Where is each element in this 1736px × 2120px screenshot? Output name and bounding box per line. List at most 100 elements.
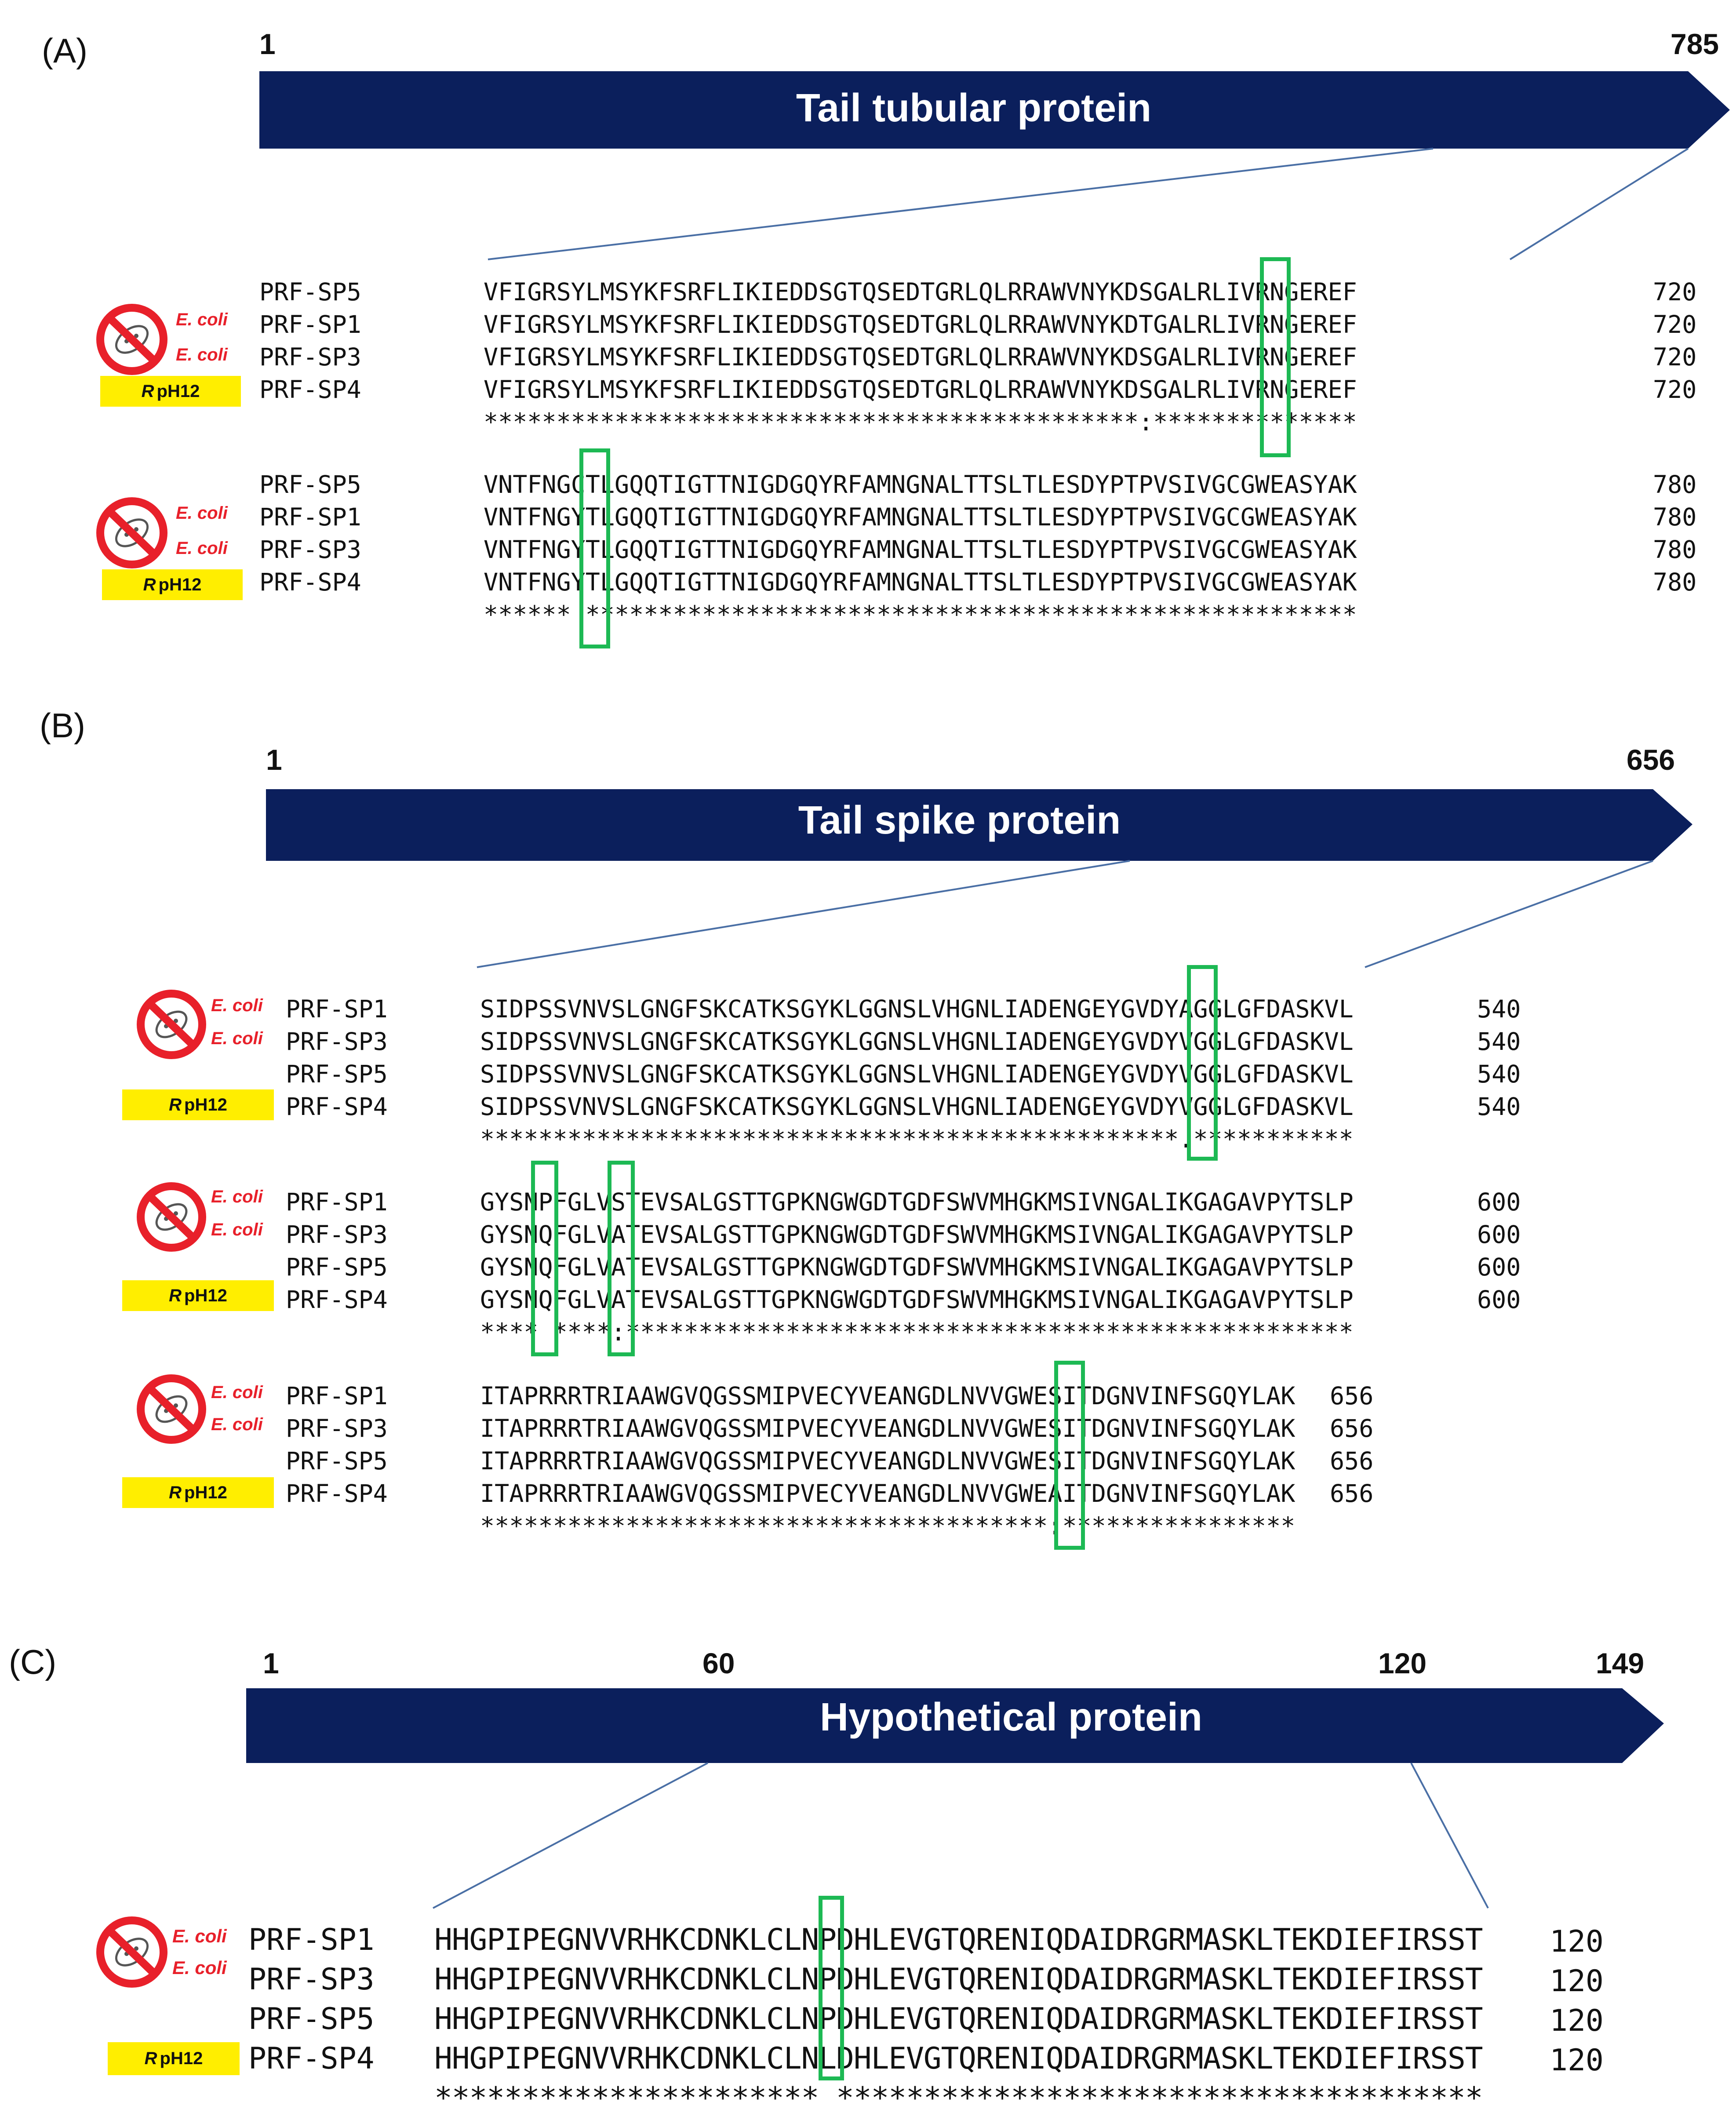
zoom-guide-a-right (1509, 148, 1689, 260)
position-number: 720 (1653, 278, 1697, 306)
ecoli-label: E. coli (211, 1029, 263, 1048)
position-number: 656 (1330, 1414, 1374, 1442)
ruler-end-a: 785 (1670, 28, 1719, 60)
sequence: HHGPIPEGNVVRHKCDNKLCLNLDHLEVGTQRENIQDAID… (434, 2041, 1483, 2076)
resistance-ph12: pH12 (156, 382, 200, 401)
sequence: HHGPIPEGNVVRHKCDNKLCLNPDHLEVGTQRENIQDAID… (434, 1923, 1483, 1957)
protein-title-c: Hypothetical protein (819, 1695, 1203, 1739)
zoom-guide-c-right (1410, 1763, 1489, 1909)
panel-label-a: (A) (42, 31, 87, 70)
resistance-ph12: pH12 (184, 1095, 227, 1115)
seq-name: PRF-SP5 (259, 278, 361, 306)
ruler-tick: 120 (1378, 1647, 1427, 1679)
ecoli-label: E. coli (211, 996, 263, 1015)
resistance-ph12: pH12 (160, 2049, 203, 2068)
sequence: SIDPSSVNVSLGNGFSKCATKSGYKLGGNSLVHGNLIADE… (480, 1027, 1354, 1056)
sequence: ITAPRRRTRIAAWGVQGSSMIPVECYVEANGDLNVVGWES… (480, 1382, 1296, 1410)
zoom-guide-a-left (488, 148, 1434, 260)
position-number: 120 (1550, 2043, 1604, 2078)
sequence: GYSNQFGLVATEVSALGSTTGPKNGWGDTGDFSWVMHGKM… (480, 1286, 1354, 1314)
panel-label-c: (C) (9, 1643, 57, 1681)
ecoli-label: E. coli (176, 503, 228, 523)
position-number: 120 (1550, 1924, 1604, 1959)
ecoli-label: E. coli (172, 1957, 227, 1978)
seq-name: PRF-SP5 (286, 1447, 388, 1475)
variant-highlight (1260, 257, 1291, 457)
seq-name: PRF-SP1 (248, 1923, 375, 1957)
seq-name: PRF-SP3 (286, 1414, 388, 1442)
seq-name: PRF-SP4 (286, 1093, 388, 1121)
variant-highlight (819, 1896, 844, 2080)
no-bacteria-icon (137, 1182, 206, 1252)
position-number: 780 (1653, 535, 1697, 564)
sequence: VFIGRSYLMSYKFSRFLIKIEDDSGTQSEDTGRLQLRRAW… (484, 310, 1357, 339)
variant-highlight (579, 448, 610, 648)
zoom-guide-b-left (477, 860, 1130, 968)
ecoli-label: E. coli (176, 539, 228, 558)
ecoli-label: E. coli (176, 310, 228, 329)
sequence: VNTFNGYTLGQQTIGTTNIGDGQYRFAMNGNALTTSLTLE… (484, 535, 1357, 564)
position-number: 656 (1330, 1447, 1374, 1475)
ruler-end-b: 656 (1627, 743, 1675, 776)
no-bacteria-icon (96, 304, 167, 375)
variant-highlight (1187, 965, 1218, 1161)
consensus-line: ***************************************:… (480, 1512, 1296, 1540)
sequence: SIDPSSVNVSLGNGFSKCATKSGYKLGGNSLVHGNLIADE… (480, 1060, 1354, 1088)
resistance-r: R (143, 575, 156, 594)
zoom-guide-b-right (1365, 860, 1653, 968)
seq-name: PRF-SP1 (259, 503, 361, 531)
sequence: VNTFNGYTLGQQTIGTTNIGDGQYRFAMNGNALTTSLTLE… (484, 568, 1357, 596)
position-number: 540 (1477, 995, 1521, 1023)
resistance-r: R (144, 2049, 157, 2068)
seq-name: PRF-SP3 (248, 1962, 375, 1997)
position-number: 120 (1550, 1964, 1604, 1999)
consensus-line: ****************************************… (484, 408, 1357, 436)
position-number: 656 (1330, 1382, 1374, 1410)
seq-name: PRF-SP5 (259, 470, 361, 499)
seq-name: PRF-SP4 (259, 375, 361, 404)
sequence: GYSNQFGLVATEVSALGSTTGPKNGWGDTGDFSWVMHGKM… (480, 1253, 1354, 1281)
resistance-ph12: pH12 (158, 575, 202, 594)
sequence: GYSNQFGLVATEVSALGSTTGPKNGWGDTGDFSWVMHGKM… (480, 1220, 1354, 1249)
protein-title-b: Tail spike protein (798, 798, 1121, 842)
variant-highlight (1054, 1361, 1085, 1550)
ruler-start-a: 1 (259, 28, 276, 60)
seq-name: PRF-SP5 (248, 2002, 375, 2036)
seq-name: PRF-SP5 (286, 1060, 388, 1088)
ruler-tick: 1 (263, 1647, 279, 1679)
position-number: 720 (1653, 310, 1697, 339)
protein-arrow-a (259, 71, 1730, 149)
seq-name: PRF-SP5 (286, 1253, 388, 1281)
position-number: 540 (1477, 1060, 1521, 1088)
resistance-ph12: pH12 (184, 1286, 227, 1305)
seq-name: PRF-SP4 (286, 1286, 388, 1314)
resistance-ph12: pH12 (184, 1483, 227, 1502)
seq-name: PRF-SP3 (286, 1027, 388, 1056)
resistance-r: R (169, 1095, 182, 1115)
seq-name: PRF-SP3 (286, 1220, 388, 1249)
variant-highlight (608, 1161, 635, 1356)
seq-name: PRF-SP4 (286, 1479, 388, 1508)
position-number: 720 (1653, 343, 1697, 371)
sequence: VFIGRSYLMSYKFSRFLIKIEDDSGTQSEDTGRLQLRRAW… (484, 343, 1357, 371)
ruler-tick: 60 (702, 1647, 735, 1679)
ecoli-label: E. coli (172, 1926, 227, 1946)
sequence: ITAPRRRTRIAAWGVQGSSMIPVECYVEANGDLNVVGWES… (480, 1447, 1296, 1475)
position-number: 600 (1477, 1253, 1521, 1281)
seq-name: PRF-SP1 (286, 1188, 388, 1216)
sequence: VNTFNGYTLGQQTIGTTNIGDGQYRFAMNGNALTTSLTLE… (484, 503, 1357, 531)
sequence: VFIGRSYLMSYKFSRFLIKIEDDSGTQSEDTGRLQLRRAW… (484, 278, 1357, 306)
ecoli-label: E. coli (211, 1220, 263, 1239)
consensus-line: ****************************************… (480, 1125, 1354, 1153)
sequence: VNTFNGCTLGQQTIGTTNIGDGQYRFAMNGNALTTSLTLE… (484, 470, 1357, 499)
position-number: 600 (1477, 1286, 1521, 1314)
sequence: HHGPIPEGNVVRHKCDNKLCLNPDHLEVGTQRENIQDAID… (434, 1962, 1483, 1997)
panel-label-b: (B) (40, 706, 85, 745)
seq-name: PRF-SP1 (286, 995, 388, 1023)
sequence: GYSNPFGLVSTEVSALGSTTGPKNGWGDTGDFSWVMHGKM… (480, 1188, 1354, 1216)
seq-name: PRF-SP4 (259, 568, 361, 596)
